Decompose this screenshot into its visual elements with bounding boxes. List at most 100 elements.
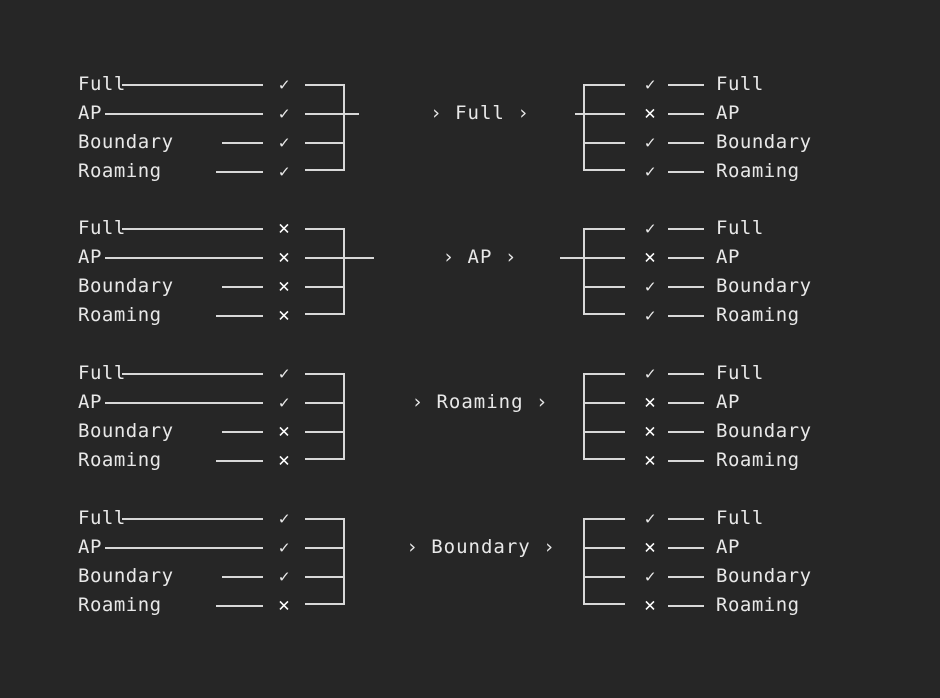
output-check-icon: ✓	[644, 162, 656, 182]
output-mark: ✕	[638, 533, 662, 562]
input-row: Roaming✕	[0, 301, 940, 330]
input-mark: ✓	[272, 99, 296, 129]
input-mark: ✕	[272, 446, 296, 475]
output-row: ✓ Full	[0, 359, 940, 388]
input-cross-icon: ✕	[278, 275, 290, 297]
input-connector-line	[122, 228, 263, 230]
input-mark: ✓	[272, 562, 296, 592]
output-label: Roaming	[716, 449, 800, 471]
output-cross-icon: ✕	[644, 449, 656, 471]
input-merge-line	[345, 257, 374, 259]
input-connector-line	[122, 518, 263, 520]
input-cross-icon: ✕	[278, 304, 290, 326]
input-cross-icon: ✕	[278, 217, 290, 239]
input-check-icon: ✓	[278, 538, 290, 558]
output-connector-line	[668, 315, 704, 317]
input-row: Full ✕	[0, 214, 940, 243]
input-row: Full ✓	[0, 70, 940, 99]
center-state-label: › Full ›	[385, 99, 575, 128]
transition-group: Full✓AP✓Boundary✓Roaming✓› Full ›✓Full✕A…	[0, 70, 940, 200]
input-bracket	[305, 518, 345, 605]
output-label: Full	[716, 217, 764, 239]
input-bracket-stub	[305, 286, 345, 288]
output-row: ✓Roaming	[0, 301, 940, 330]
output-bracket-stub	[583, 431, 625, 433]
output-check-icon: ✓	[644, 509, 656, 529]
output-cross-icon: ✕	[644, 102, 656, 124]
input-cross-icon: ✕	[278, 594, 290, 616]
input-row: Boundary ✕	[0, 272, 940, 301]
transition-group: Full✓AP✓Boundary✕Roaming✕› Roaming ›✓Ful…	[0, 359, 940, 489]
input-label: Boundary	[78, 275, 174, 297]
output-connector-line	[668, 576, 704, 578]
arrow-head-icon: ›	[442, 246, 456, 268]
input-connector-line	[216, 460, 263, 462]
input-check-icon: ✓	[278, 133, 290, 153]
output-mark: ✕	[638, 243, 662, 272]
input-label: AP	[78, 391, 102, 413]
output-bracket-stub	[583, 257, 625, 259]
output-check-icon: ✓	[644, 567, 656, 587]
output-mark: ✓	[638, 70, 662, 100]
output-mark: ✓	[638, 214, 662, 244]
output-label: Roaming	[716, 160, 800, 182]
input-mark: ✓	[272, 157, 296, 187]
center-state-label: › Roaming ›	[360, 388, 600, 417]
input-bracket	[305, 373, 345, 460]
output-mark: ✓	[638, 301, 662, 331]
output-connector-line	[668, 605, 704, 607]
output-cross-icon: ✕	[644, 246, 656, 268]
output-row: ✕ Roaming	[0, 446, 940, 475]
input-row: AP✓	[0, 99, 940, 128]
output-connector-line	[668, 171, 704, 173]
input-mark: ✕	[272, 214, 296, 243]
arrow-head-icon: ›	[406, 536, 419, 558]
input-label: Roaming	[78, 449, 162, 471]
transition-group: Full✕AP✕Boundary✕Roaming✕› AP ›✓Full✕AP✓…	[0, 214, 940, 344]
input-row: Roaming✕	[0, 591, 940, 620]
output-row: ✓ Roaming	[0, 157, 940, 186]
input-connector-line	[105, 547, 263, 549]
output-row: ✓ Full	[0, 214, 940, 243]
input-row: Roaming ✓	[0, 157, 940, 186]
input-check-icon: ✓	[278, 567, 290, 587]
input-mark: ✓	[272, 504, 296, 534]
input-check-icon: ✓	[278, 364, 290, 384]
input-label: Roaming	[78, 160, 162, 182]
output-label: Boundary	[716, 275, 812, 297]
input-label: AP	[78, 246, 102, 268]
output-mark: ✓	[638, 128, 662, 158]
output-check-icon: ✓	[644, 219, 656, 239]
output-label: Boundary	[716, 565, 812, 587]
input-connector-line	[105, 113, 263, 115]
output-connector-line	[668, 547, 704, 549]
chevron-right-icon: ›	[504, 246, 518, 268]
output-row: ✕AP	[0, 99, 940, 128]
input-label: Full	[78, 362, 126, 384]
input-connector-line	[222, 142, 263, 144]
output-bracket-stub	[583, 576, 625, 578]
output-connector-line	[668, 373, 704, 375]
output-mark: ✓	[638, 504, 662, 534]
output-bracket	[583, 84, 625, 171]
output-bracket	[583, 373, 625, 460]
output-label: Full	[716, 507, 764, 529]
output-bracket-stub	[583, 113, 625, 115]
input-mark: ✓	[272, 128, 296, 158]
output-check-icon: ✓	[644, 75, 656, 95]
input-label: Full	[78, 507, 126, 529]
input-mark: ✓	[272, 533, 296, 563]
input-row: AP ✕	[0, 243, 940, 272]
output-connector-line	[668, 402, 704, 404]
output-connector-line	[668, 257, 704, 259]
output-mark: ✓	[638, 157, 662, 187]
input-check-icon: ✓	[278, 393, 290, 413]
output-label: Full	[716, 73, 764, 95]
output-label: Boundary	[716, 420, 812, 442]
arrow-head-icon: ›	[430, 102, 443, 124]
output-fanout-line	[560, 257, 583, 259]
input-mark: ✓	[272, 70, 296, 100]
input-connector-line	[122, 84, 263, 86]
output-connector-line	[668, 84, 704, 86]
output-bracket-stub	[583, 547, 625, 549]
